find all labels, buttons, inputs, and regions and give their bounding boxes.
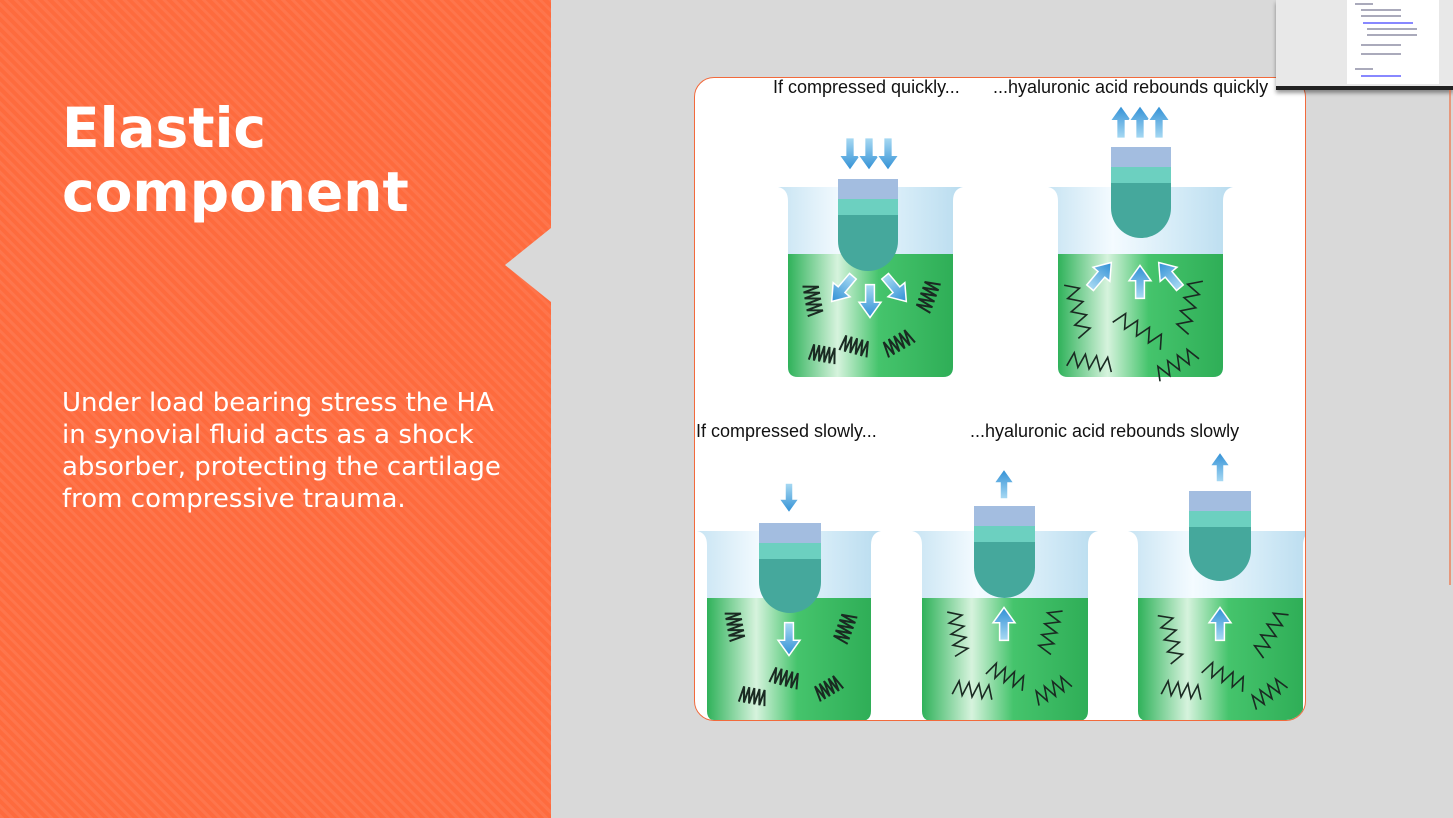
plunger-top: [759, 523, 821, 543]
diagram-drawing: [697, 104, 1305, 720]
spring-icon: [802, 285, 824, 318]
plunger-body: [759, 559, 821, 613]
plunger-top: [1111, 147, 1171, 167]
beaker-liquid: [922, 598, 1088, 720]
plunger-band: [759, 543, 821, 559]
spring-icon: [833, 613, 858, 645]
arrow-icon: [1127, 104, 1153, 140]
panel-notch: [505, 228, 551, 302]
plunger-top: [838, 179, 898, 199]
document-thumbnail-page: [1347, 0, 1439, 84]
plunger-top: [1189, 491, 1251, 511]
spring-icon: [1157, 614, 1185, 665]
arrow-icon: [991, 606, 1017, 642]
spring-icon: [915, 281, 941, 314]
label-compressed-quickly: If compressed quickly...: [773, 77, 960, 97]
label-compressed-slowly: If compressed slowly...: [696, 421, 877, 441]
arrow-icon: [1085, 261, 1113, 292]
hyaluronic-acid-diagram: [694, 77, 1306, 721]
arrow-icon: [1157, 261, 1185, 292]
spring-icon: [1250, 677, 1289, 710]
arrow-icon: [1108, 104, 1134, 140]
spring-icon: [947, 611, 970, 658]
spring-icon: [1066, 350, 1113, 373]
slide-title: Elastic component: [62, 96, 409, 224]
arrow-icon: [875, 136, 901, 172]
spring-icon: [768, 666, 799, 690]
arrow-icon: [1208, 450, 1232, 483]
spring-icon: [985, 661, 1025, 691]
plunger-top: [974, 506, 1035, 526]
spring-icon: [882, 329, 916, 358]
document-thumbnail-window[interactable]: [1276, 0, 1453, 90]
spring-icon: [807, 343, 836, 365]
plunger-band: [838, 199, 898, 215]
spring-icon: [838, 334, 869, 358]
arrow-icon: [856, 136, 882, 172]
plunger-body: [838, 215, 898, 271]
spring-icon: [951, 678, 993, 701]
arrow-icon: [776, 621, 802, 657]
spring-icon: [724, 612, 746, 643]
spring-icon: [1160, 678, 1202, 701]
arrow-icon: [857, 283, 883, 319]
plunger-body: [974, 542, 1035, 598]
spring-icon: [1201, 660, 1245, 692]
title-panel: [0, 0, 551, 818]
arrow-icon: [1207, 606, 1233, 642]
plunger-band: [1189, 511, 1251, 527]
slide-edge: [1449, 90, 1451, 585]
spring-icon: [1156, 347, 1200, 382]
spring-icon: [1252, 612, 1289, 659]
arrow-icon: [777, 482, 801, 515]
arrow-icon: [880, 272, 908, 303]
arrow-icon: [830, 272, 858, 303]
spring-icon: [1034, 674, 1073, 706]
arrow-icon: [1146, 104, 1172, 140]
plunger-band: [974, 526, 1035, 542]
plunger-body: [1111, 183, 1171, 238]
plunger-body: [1189, 527, 1251, 581]
arrow-icon: [992, 467, 1016, 500]
slide-body-text: Under load bearing stress the HA in syno…: [62, 388, 501, 514]
spring-icon: [1112, 312, 1163, 350]
spring-icon: [814, 675, 845, 702]
label-rebounds-quickly: ...hyaluronic acid rebounds quickly: [993, 77, 1269, 97]
arrow-icon: [837, 136, 863, 172]
plunger-band: [1111, 167, 1171, 183]
label-rebounds-slowly: ...hyaluronic acid rebounds slowly: [970, 421, 1240, 441]
spring-icon: [1175, 280, 1204, 335]
arrow-icon: [1127, 264, 1153, 300]
spring-icon: [1063, 284, 1092, 339]
spring-icon: [737, 685, 766, 707]
spring-icon: [1036, 610, 1063, 656]
